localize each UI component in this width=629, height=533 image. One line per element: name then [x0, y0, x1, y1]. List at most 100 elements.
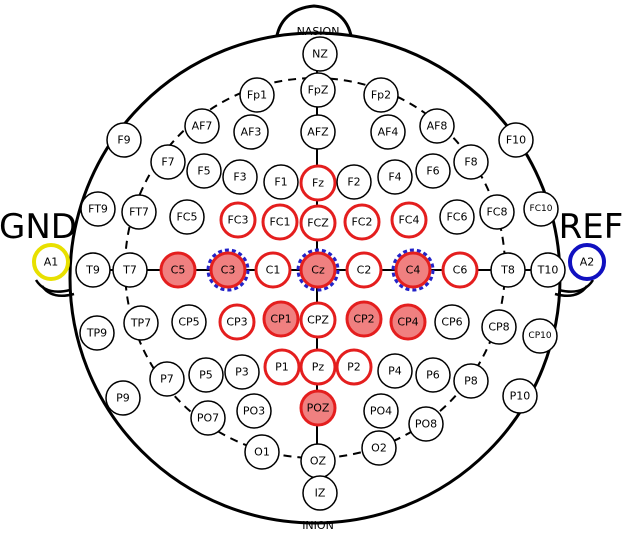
electrode-label-fc4: FC4 — [398, 214, 419, 227]
electrode-label-af3: AF3 — [241, 126, 262, 139]
electrode-fc8: FC8 — [479, 194, 515, 230]
right-ear-inner — [554, 285, 589, 297]
electrode-label-fc5: FC5 — [176, 211, 197, 224]
electrode-fz: Fz — [299, 164, 337, 202]
electrode-c1: C1 — [254, 251, 292, 289]
electrode-label-fc3: FC3 — [227, 214, 248, 227]
electrode-t10: T10 — [530, 252, 566, 288]
electrode-label-c1: C1 — [266, 264, 281, 277]
electrode-label-f5: F5 — [197, 165, 210, 178]
electrode-fc4: FC4 — [390, 201, 428, 239]
electrode-t8: T8 — [490, 252, 526, 288]
electrode-circle-fcz — [299, 204, 337, 242]
electrode-label-t8: T8 — [500, 264, 515, 277]
electrode-circle-fc2 — [343, 203, 381, 241]
electrode-p5: P5 — [188, 357, 224, 393]
electrode-po8: PO8 — [408, 406, 444, 442]
electrode-fc5: FC5 — [169, 199, 205, 235]
electrode-circle-p9 — [105, 380, 141, 416]
electrode-circle-cp5 — [171, 304, 207, 340]
electrode-f2: F2 — [336, 164, 372, 200]
electrode-circle-fz — [299, 164, 337, 202]
electrode-circle-f4 — [377, 159, 413, 195]
electrode-circle-cp3 — [218, 303, 256, 341]
electrode-circle-f8 — [453, 144, 489, 180]
electrode-label-f9: F9 — [117, 134, 130, 147]
electrode-circle-afz — [300, 114, 336, 150]
right-ear — [558, 279, 595, 293]
electrode-label-p5: P5 — [199, 369, 213, 382]
electrode-label-ft7: FT7 — [129, 206, 149, 219]
electrode-circle-af4 — [370, 114, 406, 150]
electrode-label-fcz: FCZ — [307, 217, 329, 230]
electrode-p8: P8 — [453, 363, 489, 399]
electrode-tp7: TP7 — [123, 305, 159, 341]
electrode-pz: Pz — [299, 348, 337, 386]
electrode-tp9: TP9 — [79, 315, 115, 351]
electrode-circle-a1 — [32, 243, 70, 281]
electrode-label-cpz: CPZ — [307, 314, 329, 327]
electrode-circle-t10 — [530, 252, 566, 288]
electrode-o1: O1 — [244, 434, 280, 470]
electrode-circle-a2 — [568, 243, 606, 281]
electrode-cp3: CP3 — [218, 303, 256, 341]
electrode-circle-o2 — [361, 430, 397, 466]
electrode-label-cz: Cz — [311, 264, 325, 277]
electrode-label-po7: PO7 — [197, 412, 219, 425]
electrode-ft9: FT9 — [80, 191, 116, 227]
electrode-label-fc1: FC1 — [269, 216, 290, 229]
electrode-fpz: FpZ — [300, 72, 336, 108]
electrode-circle-c2 — [345, 251, 383, 289]
electrode-circle-fc5 — [169, 199, 205, 235]
electrode-label-f6: F6 — [426, 165, 439, 178]
electrode-circle-fc4 — [390, 201, 428, 239]
electrode-c6: C6 — [441, 251, 479, 289]
electrode-c2: C2 — [345, 251, 383, 289]
electrode-label-fp1: Fp1 — [247, 89, 267, 102]
electrode-cp6: CP6 — [434, 304, 470, 340]
electrode-t9: T9 — [75, 252, 111, 288]
electrode-label-p8: P8 — [464, 375, 478, 388]
electrode-cp2: CP2 — [345, 300, 383, 338]
electrode-circle-af3 — [233, 114, 269, 150]
electrode-circle-p8 — [453, 363, 489, 399]
electrode-f8: F8 — [453, 144, 489, 180]
electrode-label-o2: O2 — [371, 442, 387, 455]
electrode-circle-fc10 — [523, 191, 559, 227]
electrode-circle-af8 — [419, 108, 455, 144]
electrode-circle-p2 — [335, 348, 373, 386]
electrode-p4: P4 — [377, 353, 413, 389]
electrode-label-f2: F2 — [347, 176, 360, 189]
electrode-p6: P6 — [415, 357, 451, 393]
electrode-circle-c6 — [441, 251, 479, 289]
electrode-f1: F1 — [263, 164, 299, 200]
electrode-circle-f6 — [415, 153, 451, 189]
electrode-label-tp7: TP7 — [130, 317, 151, 330]
electrode-label-f1: F1 — [274, 176, 287, 189]
electrode-po7: PO7 — [190, 400, 226, 436]
electrode-label-af8: AF8 — [427, 120, 448, 133]
electrode-fp2: Fp2 — [363, 77, 399, 113]
electrode-circle-cp4 — [389, 303, 427, 341]
electrode-circle-cp6 — [434, 304, 470, 340]
electrode-label-p9: P9 — [116, 392, 130, 405]
electrode-label-fp2: Fp2 — [371, 89, 391, 102]
electrode-label-p6: P6 — [426, 369, 440, 382]
electrode-label-cp4: CP4 — [397, 316, 418, 329]
nose-outline — [274, 4, 354, 43]
electrode-highlight-c3 — [206, 248, 250, 292]
electrode-circle-nz — [302, 36, 338, 72]
electrode-f5: F5 — [186, 153, 222, 189]
electrode-highlight-cz — [296, 248, 340, 292]
electrode-label-p7: P7 — [160, 373, 174, 386]
electrode-c4: C4 — [391, 248, 435, 292]
electrode-circle-fp2 — [363, 77, 399, 113]
electrode-label-cp1: CP1 — [270, 313, 291, 326]
electrode-label-fc8: FC8 — [486, 206, 507, 219]
electrode-label-fc6: FC6 — [446, 211, 467, 224]
electrode-af8: AF8 — [419, 108, 455, 144]
electrode-circle-f2 — [336, 164, 372, 200]
electrode-circle-fc6 — [439, 199, 475, 235]
electrode-label-p1: P1 — [275, 361, 289, 374]
